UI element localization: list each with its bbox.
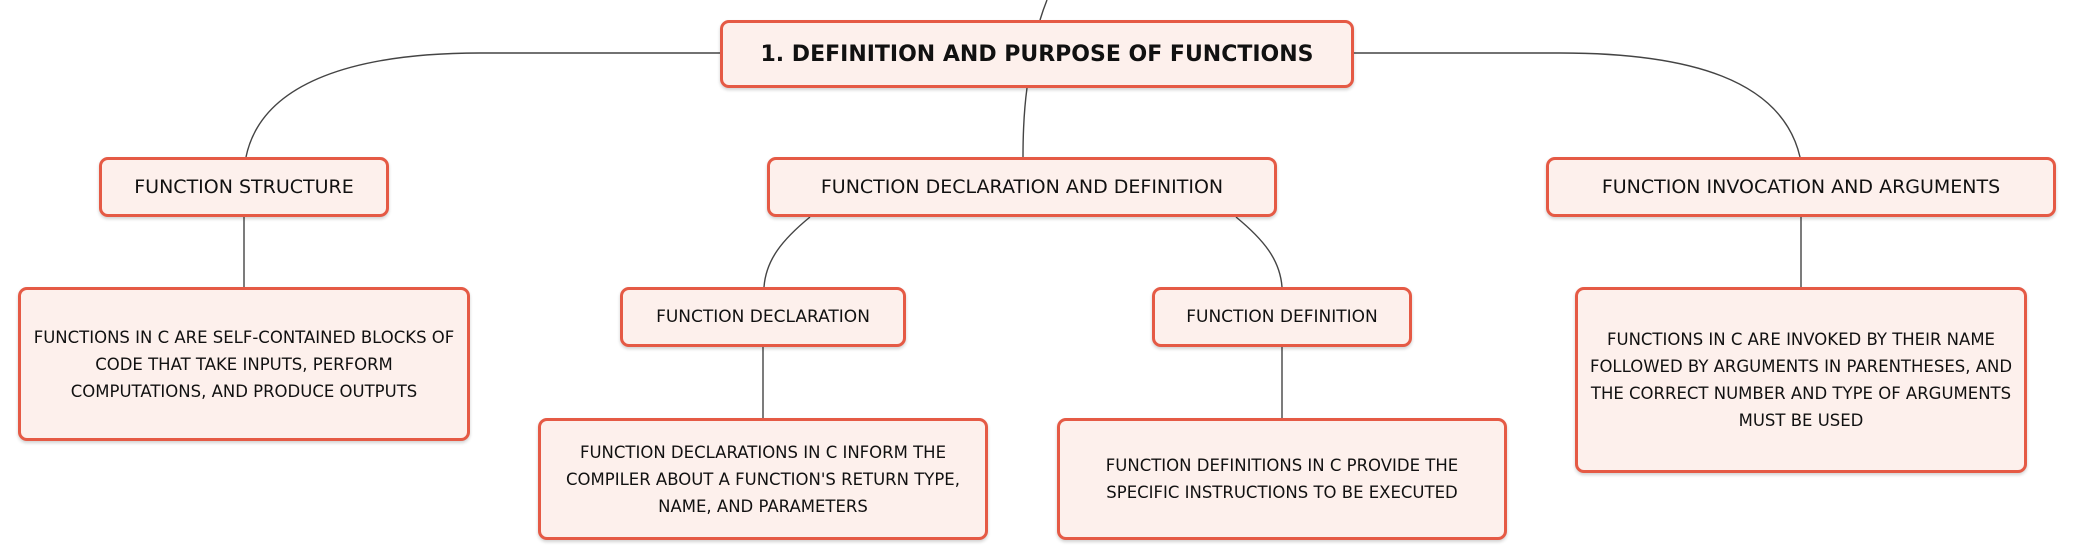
detail-node-function-invocation[interactable]: FUNCTIONS IN C ARE INVOKED BY THEIR NAME…	[1575, 287, 2027, 473]
detail-node-function-declaration[interactable]: FUNCTION DECLARATIONS IN C INFORM THE CO…	[538, 418, 988, 540]
detail-node-function-structure[interactable]: FUNCTIONS IN C ARE SELF-CONTAINED BLOCKS…	[18, 287, 470, 441]
connector-parent-to-root	[1039, 0, 1048, 21]
detail-text: FUNCTIONS IN C ARE INVOKED BY THEIR NAME…	[1589, 330, 2013, 430]
subtopic-label: FUNCTION DECLARATION	[656, 307, 870, 327]
subtopic-label: FUNCTION DEFINITION	[1186, 307, 1378, 327]
root-topic-node[interactable]: 1. DEFINITION AND PURPOSE OF FUNCTIONS	[720, 20, 1354, 88]
connector-decldef-to-declaration	[763, 216, 811, 288]
topic-label: FUNCTION INVOCATION AND ARGUMENTS	[1601, 176, 2001, 198]
subtopic-node-function-definition[interactable]: FUNCTION DEFINITION	[1152, 287, 1412, 347]
topic-label: FUNCTION STRUCTURE	[134, 176, 354, 198]
topic-label: FUNCTION DECLARATION AND DEFINITION	[820, 176, 1224, 198]
subtopic-node-function-declaration[interactable]: FUNCTION DECLARATION	[620, 287, 906, 347]
detail-node-function-definition[interactable]: FUNCTION DEFINITIONS IN C PROVIDE THE SP…	[1057, 418, 1507, 540]
topic-node-declaration-and-definition[interactable]: FUNCTION DECLARATION AND DEFINITION	[767, 157, 1277, 217]
detail-text: FUNCTION DECLARATIONS IN C INFORM THE CO…	[566, 442, 960, 516]
root-topic-label: 1. DEFINITION AND PURPOSE OF FUNCTIONS	[760, 41, 1314, 67]
connector-root-to-structure	[245, 52, 720, 158]
connector-decldef-to-definition	[1235, 216, 1283, 288]
connector-root-to-declaration-definition	[1022, 87, 1028, 158]
topic-node-function-structure[interactable]: FUNCTION STRUCTURE	[99, 157, 389, 217]
connector-root-to-invocation	[1354, 52, 1801, 158]
topic-node-invocation-and-arguments[interactable]: FUNCTION INVOCATION AND ARGUMENTS	[1546, 157, 2056, 217]
detail-text: FUNCTIONS IN C ARE SELF-CONTAINED BLOCKS…	[33, 327, 455, 401]
detail-text: FUNCTION DEFINITIONS IN C PROVIDE THE SP…	[1105, 456, 1459, 502]
